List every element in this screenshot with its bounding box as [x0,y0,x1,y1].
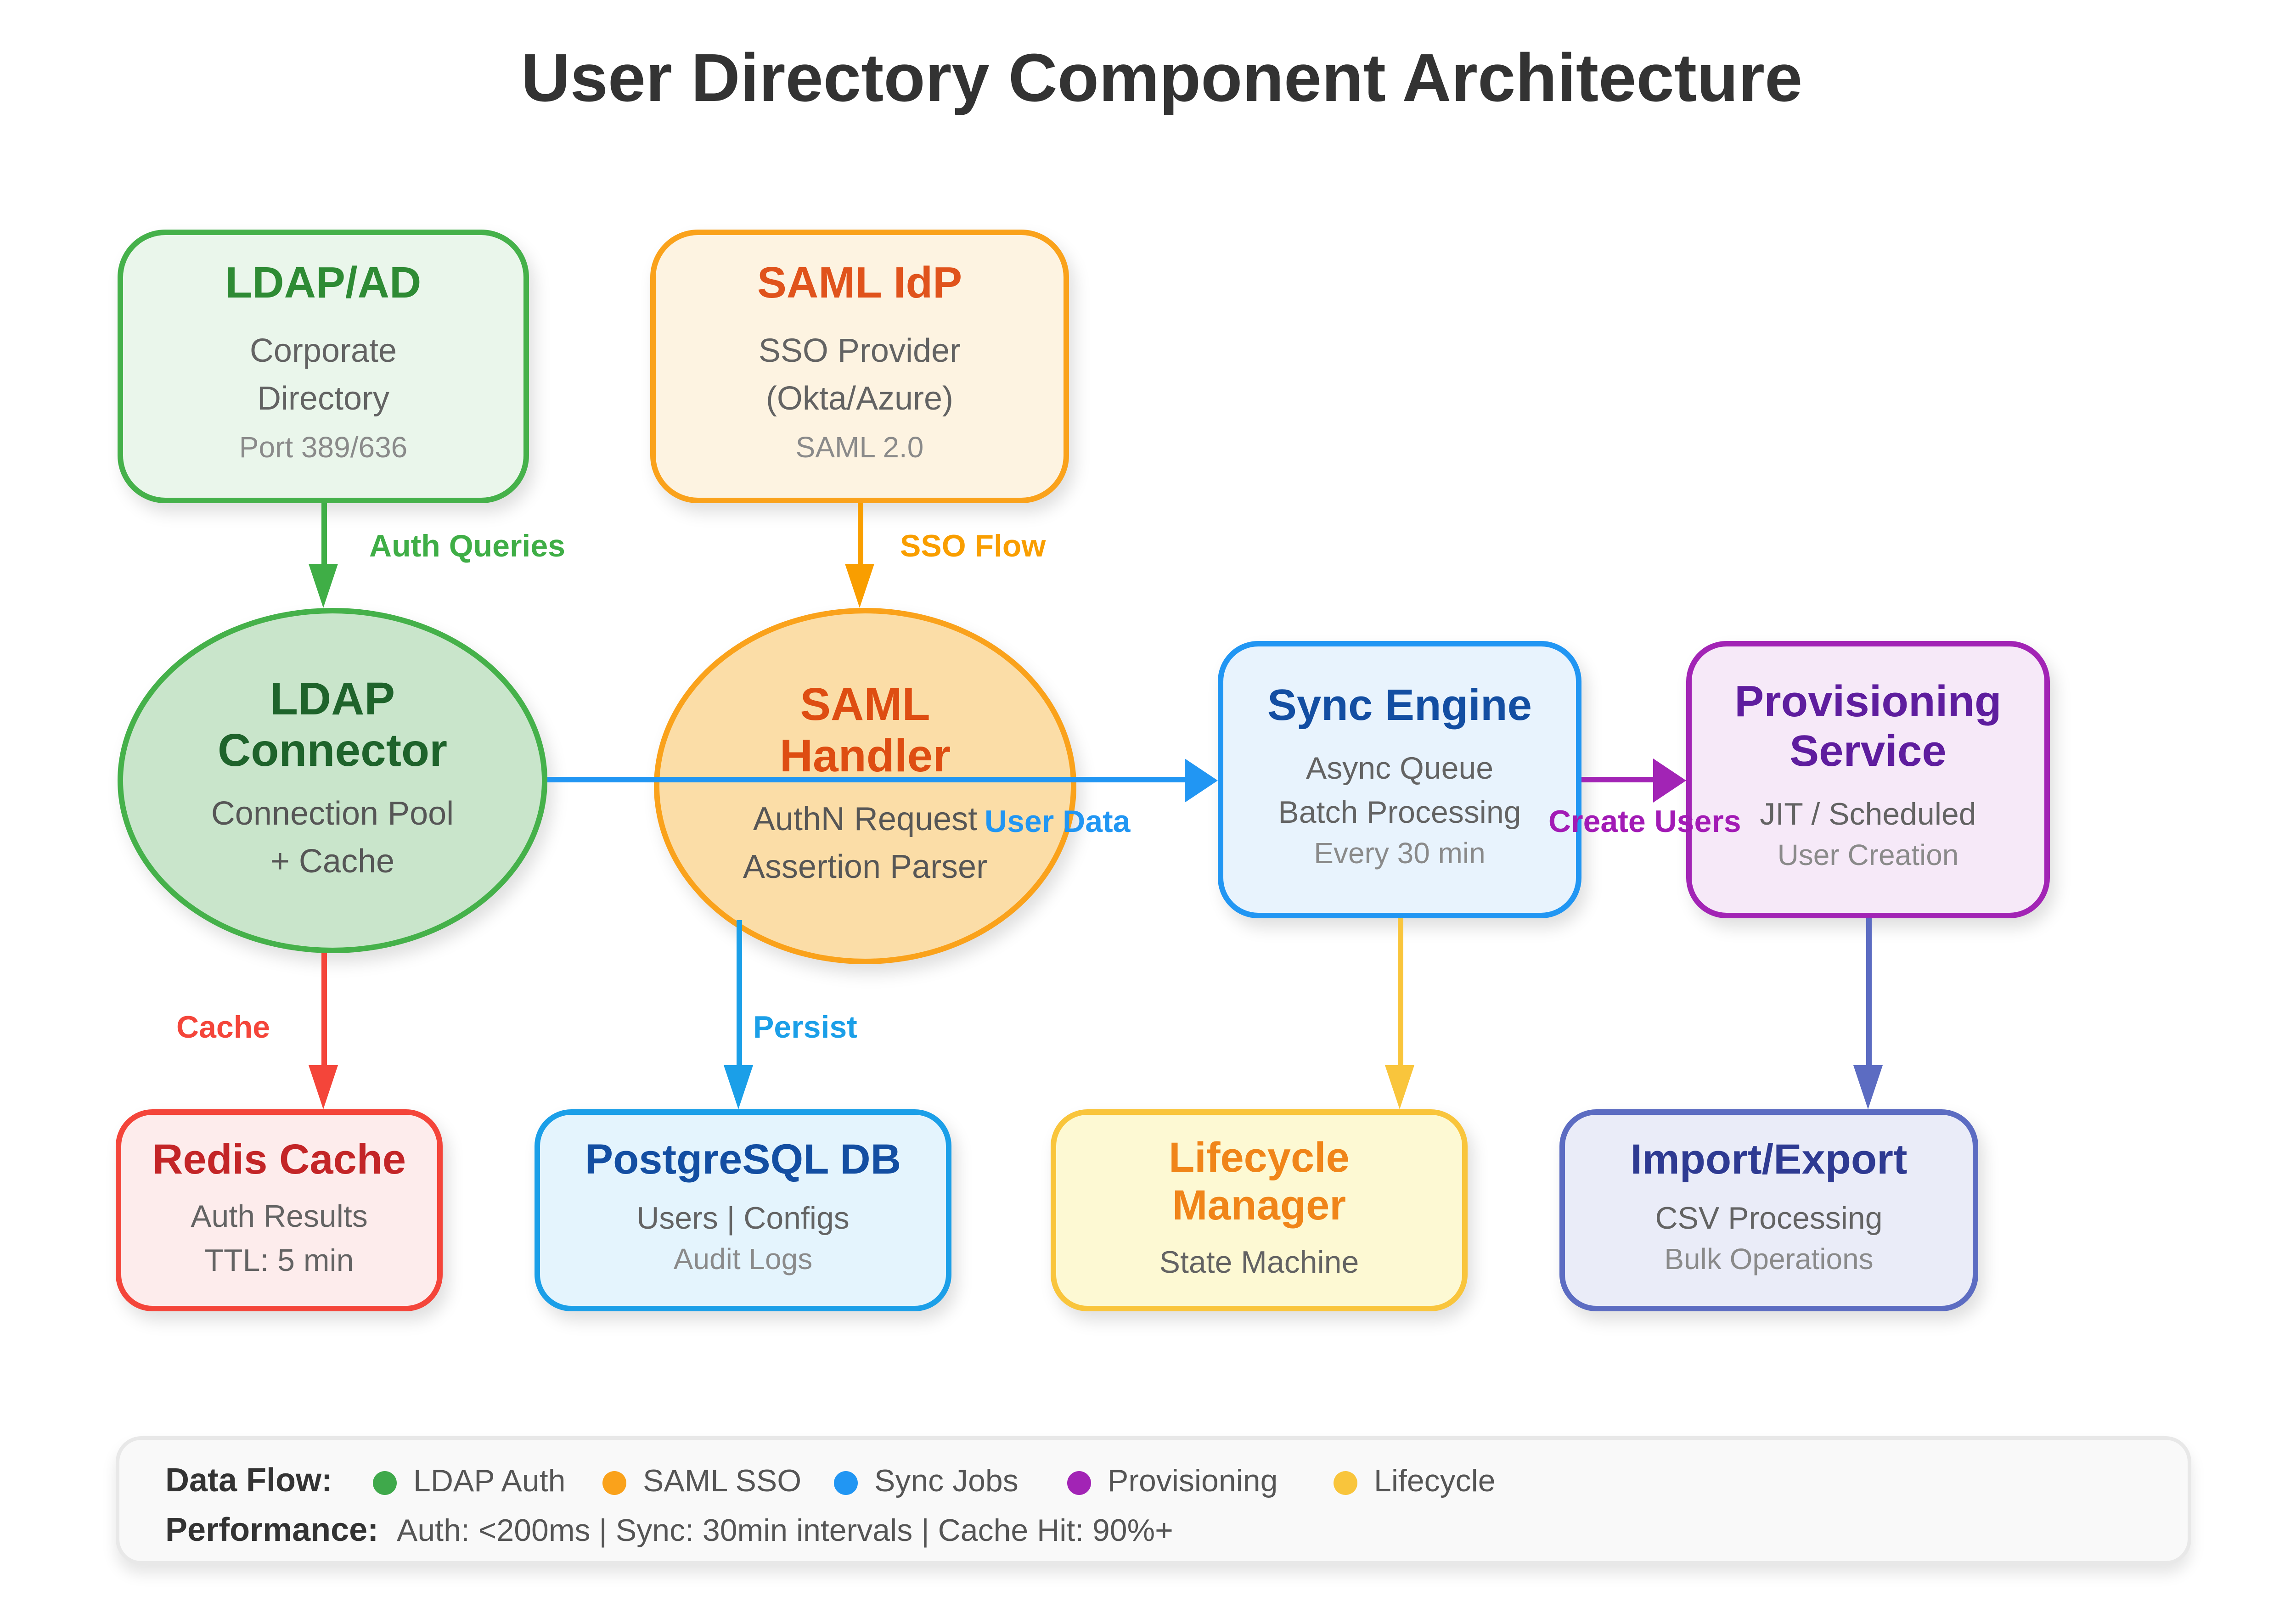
node-saml-handler-title-line2: Handler [779,731,951,783]
node-ldap-connector-title: LDAP Connector [218,675,447,778]
cache-arrow-line [321,953,327,1065]
node-sync-engine-detail: Every 30 min [1314,839,1486,871]
legend-item-label: Lifecycle [1374,1464,1496,1499]
legend-panel: Data Flow: LDAP Auth SAML SSO Sync Jobs … [116,1436,2191,1565]
node-import-export-detail: Bulk Operations [1664,1245,1874,1277]
node-postgres-detail: Audit Logs [673,1245,813,1277]
legend-item-lifecycle: Lifecycle [1334,1464,1496,1500]
lifecycle-arrowhead-icon [1384,1065,1413,1109]
persist-arrowhead-icon [723,1065,752,1109]
legend-item-sync-jobs: Sync Jobs [834,1464,1019,1500]
sso-flow-edge-label: SSO Flow [900,529,1046,564]
node-saml-handler-title-line1: SAML [800,680,930,732]
create-users-edge-label: Create Users [1548,804,1741,839]
node-ldap-connector: LDAP Connector Connection Pool + Cache [118,608,547,953]
node-provisioning-line: JIT / Scheduled [1760,797,1976,832]
provisioning-export-arrowhead-icon [1852,1065,1882,1109]
node-ldap-connector-title-line2: Connector [218,726,447,778]
node-import-export: Import/Export CSV Processing Bulk Operat… [1559,1109,1978,1311]
node-saml-idp-line: SSO Provider [758,332,961,370]
node-sync-engine: Sync Engine Async Queue Batch Processing… [1218,641,1581,918]
node-ldap-connector-line: Connection Pool [211,796,454,833]
node-lifecycle-title-line1: Lifecycle [1169,1133,1350,1181]
node-ldap-ad-title: LDAP/AD [225,259,422,309]
node-provisioning-detail: User Creation [1777,841,1959,873]
node-saml-idp-detail: SAML 2.0 [795,434,924,466]
node-saml-handler: SAML Handler AuthN Request Assertion Par… [654,608,1076,964]
node-sync-engine-line: Batch Processing [1278,794,1521,830]
cache-edge-label: Cache [176,1010,270,1045]
ldap-auth-dot-icon [373,1470,397,1494]
sso-flow-arrowhead-icon [844,564,873,608]
auth-queries-arrowhead-icon [308,564,337,608]
node-lifecycle-line: State Machine [1159,1244,1359,1280]
sso-flow-arrow-line [857,503,863,564]
node-redis-title: Redis Cache [152,1134,406,1182]
node-import-export-title: Import/Export [1630,1135,1908,1184]
node-sync-engine-line: Async Queue [1306,750,1494,786]
node-import-export-line: CSV Processing [1655,1201,1883,1236]
node-lifecycle-title: Lifecycle Manager [1169,1133,1350,1230]
legend-item-label: Provisioning [1108,1464,1278,1499]
page-title: User Directory Component Architecture [521,40,1803,116]
create-users-arrowhead-icon [1653,758,1686,802]
user-data-arrowhead-icon [1185,758,1218,802]
persist-arrow-line [736,920,742,1065]
node-provisioning-title-line1: Provisioning [1734,678,2002,728]
node-ldap-connector-title-line1: LDAP [270,674,395,726]
node-ldap-ad-line: Corporate [249,332,397,370]
sync-jobs-dot-icon [834,1470,858,1494]
provisioning-dot-icon [1067,1470,1091,1494]
legend-item-label: SAML SSO [643,1464,802,1499]
lifecycle-dot-icon [1334,1470,1357,1494]
create-users-arrow-line [1581,776,1653,782]
lifecycle-arrow-line [1397,918,1403,1065]
node-saml-idp-line: (Okta/Azure) [765,379,954,416]
legend-item-saml-sso: SAML SSO [602,1464,801,1500]
node-ldap-connector-line: + Cache [270,843,395,880]
provisioning-export-arrow-line [1865,918,1872,1065]
node-provisioning-title: Provisioning Service [1734,678,2002,779]
node-redis-line: TTL: 5 min [204,1244,354,1279]
legend-item-label: LDAP Auth [413,1464,566,1499]
legend-data-flow-label: Data Flow: [165,1462,333,1499]
saml-sso-dot-icon [602,1470,626,1494]
legend-item-ldap-auth: LDAP Auth [373,1464,565,1500]
node-ldap-ad-line: Directory [257,379,389,416]
node-provisioning-service: Provisioning Service JIT / Scheduled Use… [1686,641,2050,918]
legend-item-provisioning: Provisioning [1067,1464,1277,1500]
node-ldap-ad: LDAP/AD Corporate Directory Port 389/636 [118,230,529,503]
node-redis-line: Auth Results [191,1200,368,1235]
node-ldap-ad-detail: Port 389/636 [239,434,408,466]
user-data-edge-label: User Data [985,804,1131,839]
user-data-arrow-line [547,776,1185,782]
node-saml-idp-title: SAML IdP [757,259,962,309]
legend-item-label: Sync Jobs [874,1464,1019,1499]
node-provisioning-title-line2: Service [1790,727,1947,777]
cache-arrowhead-icon [308,1065,337,1109]
node-saml-idp: SAML IdP SSO Provider (Okta/Azure) SAML … [650,230,1069,503]
node-lifecycle-manager: Lifecycle Manager State Machine [1051,1109,1468,1311]
node-redis-cache: Redis Cache Auth Results TTL: 5 min [116,1109,443,1311]
legend-performance-label: Performance: [165,1511,379,1548]
persist-edge-label: Persist [753,1010,857,1045]
node-postgres-line: Users | Configs [636,1201,850,1236]
node-saml-handler-line: AuthN Request [753,801,978,838]
legend-performance-value: Auth: <200ms | Sync: 30min intervals | C… [397,1513,1173,1548]
auth-queries-arrow-line [321,503,327,564]
node-sync-engine-title: Sync Engine [1267,680,1532,730]
node-lifecycle-title-line2: Manager [1172,1180,1346,1229]
node-saml-handler-line: Assertion Parser [743,848,988,885]
node-postgres-title: PostgreSQL DB [585,1135,901,1184]
auth-queries-edge-label: Auth Queries [369,529,565,564]
node-saml-handler-title: SAML Handler [780,680,951,783]
node-postgresql-db: PostgreSQL DB Users | Configs Audit Logs [535,1109,951,1311]
